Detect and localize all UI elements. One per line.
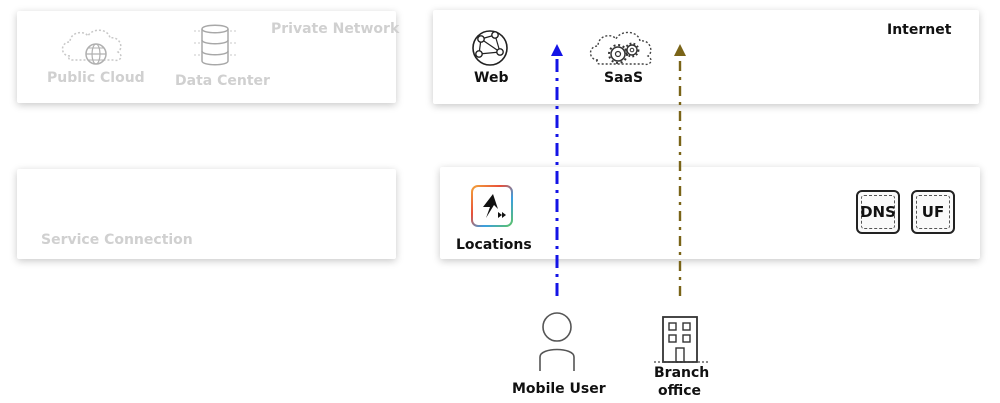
dns-badge: DNS bbox=[856, 190, 900, 234]
locations-app-icon bbox=[471, 185, 513, 227]
branch-office-label-line2: office bbox=[658, 383, 702, 399]
public-cloud-icon bbox=[58, 26, 134, 70]
locations-label: Locations bbox=[456, 237, 532, 253]
mobile-user-flow-arrowhead bbox=[551, 44, 563, 56]
branch-office-flow-arrowhead bbox=[674, 44, 686, 56]
building-icon bbox=[654, 316, 708, 364]
internet-title: Internet bbox=[887, 22, 952, 38]
user-icon bbox=[536, 311, 578, 373]
web-icon bbox=[469, 28, 511, 68]
internet-panel bbox=[433, 10, 979, 104]
saas-label: SaaS bbox=[604, 70, 644, 86]
data-center-label: Data Center bbox=[175, 73, 270, 89]
web-label: Web bbox=[474, 70, 509, 86]
service-connection-title: Service Connection bbox=[41, 232, 193, 248]
uf-badge: UF bbox=[911, 190, 955, 234]
service-connection-panel bbox=[17, 169, 396, 259]
private-network-title: Private Network bbox=[271, 21, 400, 37]
mobile-user-label: Mobile User bbox=[512, 381, 606, 397]
branch-office-label-line1: Branch bbox=[654, 365, 710, 381]
saas-cloud-icon bbox=[588, 28, 662, 72]
data-center-icon bbox=[192, 23, 238, 69]
public-cloud-label: Public Cloud bbox=[47, 70, 145, 86]
